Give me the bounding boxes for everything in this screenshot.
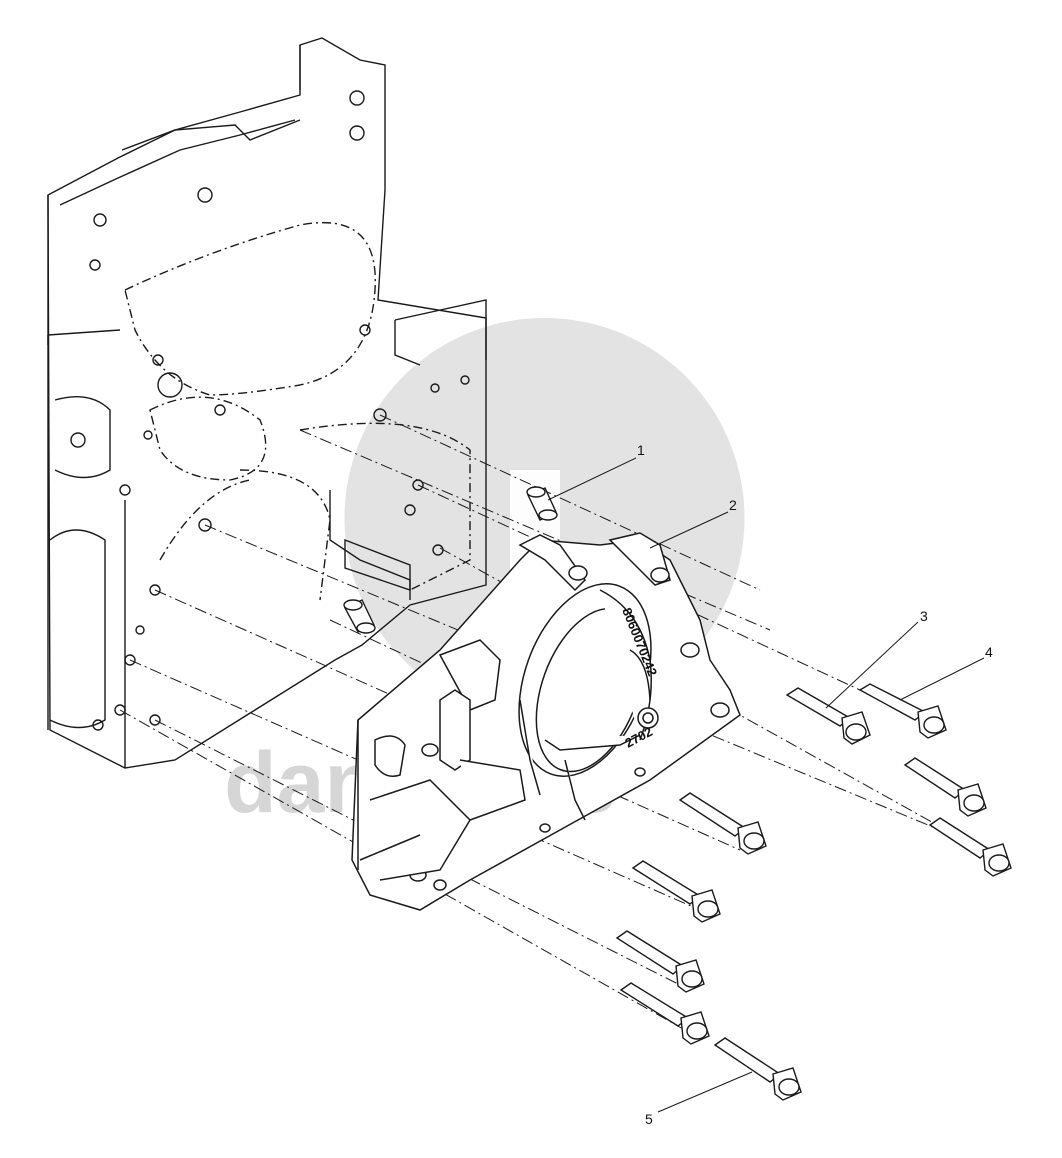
callout-4: 4 (985, 644, 993, 660)
bolt-lower-2 (615, 930, 705, 993)
flange-bolts (615, 683, 1012, 1101)
callout-1: 1 (637, 442, 645, 458)
bolt-lower-1 (631, 860, 721, 923)
front-cover-housing (351, 532, 741, 911)
callout-3: 3 (920, 608, 928, 624)
dowel-pin-upper (526, 486, 558, 521)
bolt-right-3 (928, 817, 1012, 877)
bolt-lower-3 (619, 982, 710, 1045)
bolt-callout-5 (713, 1037, 802, 1101)
bolt-callout-4 (858, 683, 947, 739)
dowel-pin-lower (343, 599, 376, 634)
bolt-upper-right-2 (903, 757, 987, 817)
bolt-callout-3 (785, 687, 871, 745)
callout-2: 2 (729, 497, 737, 513)
callout-5: 5 (645, 1111, 653, 1127)
callout-leader-lines (547, 457, 985, 1113)
bolt-center (678, 792, 767, 855)
